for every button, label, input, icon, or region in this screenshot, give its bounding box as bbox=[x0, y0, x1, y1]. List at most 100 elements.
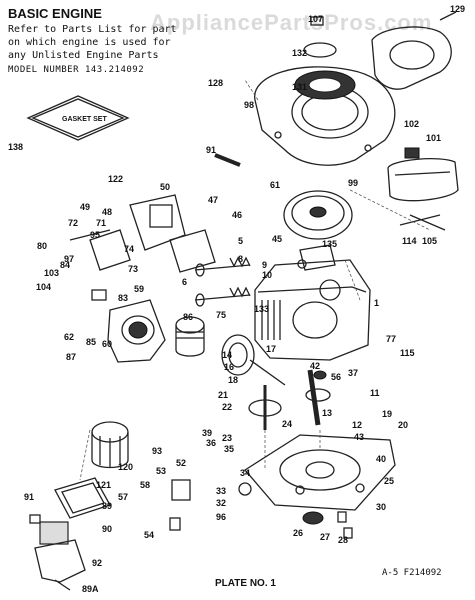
part-number-label: 6 bbox=[182, 277, 187, 287]
part-number-label: 39 bbox=[202, 428, 212, 438]
part-number-label: 5 bbox=[238, 236, 243, 246]
part-number-label: 54 bbox=[144, 530, 154, 540]
part-number-label: 32 bbox=[216, 498, 226, 508]
part-number-label: 10 bbox=[262, 270, 272, 280]
note-line-1: Refer to Parts List for part bbox=[8, 24, 177, 35]
part-number-label: 74 bbox=[124, 244, 134, 254]
part-number-label: 84 bbox=[60, 260, 70, 270]
part-number-label: 58 bbox=[140, 480, 150, 490]
camshaft-gear bbox=[248, 385, 282, 430]
assembly-reference: A-5 F214092 bbox=[382, 568, 442, 578]
part-number-label: 1 bbox=[374, 298, 379, 308]
part-number-label: 61 bbox=[270, 180, 280, 190]
part-number-label: 129 bbox=[450, 4, 465, 14]
flywheel-nut bbox=[310, 16, 324, 26]
part-number-label: 95 bbox=[90, 230, 100, 240]
part-number-label: 42 bbox=[310, 361, 320, 371]
gear bbox=[238, 482, 252, 496]
part-number-label: 50 bbox=[160, 182, 170, 192]
part-number-label: 46 bbox=[232, 210, 242, 220]
part-number-label: 97 bbox=[64, 254, 74, 264]
carburetor-body bbox=[91, 289, 166, 363]
part-number-label: 33 bbox=[216, 486, 226, 496]
part-number-label: 37 bbox=[348, 368, 358, 378]
part-number-label: 96 bbox=[216, 512, 226, 522]
part-number-label: 72 bbox=[68, 218, 78, 228]
part-number-label: 104 bbox=[36, 282, 51, 292]
part-number-label: 62 bbox=[64, 332, 74, 342]
part-number-label: 59 bbox=[134, 284, 144, 294]
part-number-label: 49 bbox=[80, 202, 90, 212]
part-number-label: 24 bbox=[282, 419, 292, 429]
note-line-2: on which engine is used for bbox=[8, 37, 171, 48]
breather bbox=[171, 479, 191, 501]
part-number-label: 43 bbox=[354, 432, 364, 442]
part-number-label: 77 bbox=[386, 334, 396, 344]
part-number-label: 75 bbox=[216, 310, 226, 320]
part-number-label: 138 bbox=[8, 142, 23, 152]
part-number-label: 45 bbox=[272, 234, 282, 244]
filter-clip bbox=[29, 514, 41, 524]
part-number-label: 115 bbox=[400, 348, 415, 358]
part-number-label: 135 bbox=[322, 239, 337, 249]
watermark: AppliancePartsPros.com bbox=[150, 10, 433, 35]
part-number-label: 131 bbox=[292, 82, 307, 92]
gasket-set-box: GASKET SET bbox=[26, 95, 130, 141]
control-rod bbox=[399, 214, 441, 226]
part-number-label: 60 bbox=[102, 339, 112, 349]
part-number-label: 71 bbox=[96, 218, 106, 228]
part-number-label: 40 bbox=[376, 454, 386, 464]
part-number-label: 52 bbox=[176, 458, 186, 468]
valves-and-springs bbox=[194, 256, 251, 307]
part-number-label: 86 bbox=[183, 312, 193, 322]
model-number: MODEL NUMBER 143.214092 bbox=[8, 65, 145, 75]
part-number-label: 56 bbox=[331, 372, 341, 382]
part-number-label: 25 bbox=[384, 476, 394, 486]
part-number-label: 114 bbox=[402, 236, 417, 246]
part-number-label: 87 bbox=[66, 352, 76, 362]
oil-seal bbox=[302, 511, 324, 525]
intake-gasket bbox=[169, 229, 216, 273]
screw bbox=[297, 259, 307, 269]
part-number-label: 53 bbox=[156, 466, 166, 476]
part-number-label: 93 bbox=[152, 446, 162, 456]
part-number-label: 102 bbox=[404, 119, 419, 129]
fuel-pipe bbox=[214, 153, 241, 167]
part-number-label: 89A bbox=[82, 584, 99, 594]
recoil-starter bbox=[371, 11, 457, 90]
part-number-label: 120 bbox=[118, 462, 133, 472]
part-number-label: 16 bbox=[224, 362, 234, 372]
control-link bbox=[409, 214, 446, 231]
part-number-label: 105 bbox=[422, 236, 437, 246]
part-number-label: 107 bbox=[308, 14, 323, 24]
part-number-label: 23 bbox=[222, 433, 232, 443]
air-cleaner-base bbox=[34, 539, 86, 583]
part-number-label: 122 bbox=[108, 174, 123, 184]
part-number-label: 14 bbox=[222, 350, 232, 360]
washer bbox=[343, 527, 353, 539]
diagram-title: BASIC ENGINE bbox=[8, 6, 102, 21]
air-cleaner-element bbox=[91, 421, 129, 469]
part-number-label: 133 bbox=[254, 304, 269, 314]
part-number-label: 91 bbox=[24, 492, 34, 502]
ignition-module bbox=[299, 244, 336, 271]
cylinder-block bbox=[254, 259, 371, 361]
flywheel bbox=[283, 190, 353, 240]
oil-sump bbox=[244, 434, 396, 511]
part-number-label: 73 bbox=[128, 264, 138, 274]
part-number-label: 12 bbox=[352, 420, 362, 430]
drain-plug bbox=[337, 511, 347, 523]
part-number-label: 85 bbox=[86, 337, 96, 347]
crankshaft bbox=[305, 369, 331, 426]
filter-element bbox=[39, 521, 69, 545]
part-number-label: 28 bbox=[338, 535, 348, 545]
gasket-set-label: GASKET SET bbox=[62, 116, 107, 123]
rotating-screen bbox=[294, 70, 356, 100]
part-number-label: 132 bbox=[292, 48, 307, 58]
part-number-label: 83 bbox=[118, 293, 128, 303]
piston bbox=[175, 316, 205, 357]
part-number-label: 103 bbox=[44, 268, 59, 278]
air-cleaner-cover bbox=[54, 477, 111, 519]
plate-number: PLATE NO. 1 bbox=[215, 578, 276, 589]
